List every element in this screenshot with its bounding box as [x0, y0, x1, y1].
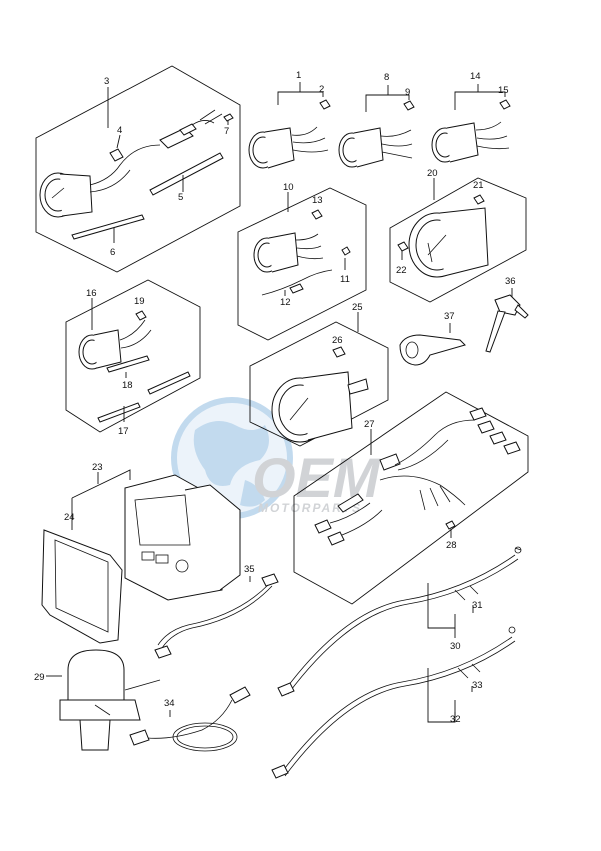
group-25-frame — [249, 321, 389, 447]
label-27: 27 — [364, 419, 375, 430]
label-14: 14 — [470, 71, 481, 82]
group-14-gauge: 14 15 — [431, 71, 511, 163]
label-16: 16 — [86, 288, 97, 299]
label-34: 34 — [164, 698, 175, 709]
label-29: 29 — [34, 672, 45, 683]
label-24: 24 — [64, 512, 75, 523]
label-4: 4 — [117, 125, 122, 136]
label-30: 30 — [450, 641, 461, 652]
group-20-gauge-kit: 20 21 22 — [389, 168, 527, 303]
display-cover — [41, 529, 123, 644]
group-20-frame — [389, 177, 527, 303]
label-33: 33 — [472, 680, 483, 691]
label-3: 3 — [104, 76, 109, 87]
label-28: 28 — [446, 540, 457, 551]
label-37: 37 — [444, 311, 455, 322]
group-10-gauge-kit: 10 13 12 11 — [237, 182, 367, 341]
parts-36-37: 36 37 — [399, 276, 529, 366]
label-20: 20 — [427, 168, 438, 179]
label-13: 13 — [312, 195, 323, 206]
group-16-frame — [65, 279, 201, 433]
part-34-cable: 34 — [129, 686, 251, 752]
label-9: 9 — [405, 87, 410, 98]
label-22: 22 — [396, 265, 407, 276]
label-17: 17 — [118, 426, 129, 437]
group-10-frame — [237, 187, 367, 341]
group-3-gauge-kit: 3 4 7 5 6 — [35, 65, 241, 273]
label-15: 15 — [498, 85, 509, 96]
group-1-gauge: 1 2 — [248, 70, 331, 169]
part-35-cable: 35 — [154, 564, 279, 659]
group-27-harness-kit: 27 28 — [293, 391, 529, 605]
label-18: 18 — [122, 380, 133, 391]
label-5: 5 — [178, 192, 183, 203]
label-2: 2 — [319, 84, 324, 95]
group-16-gauge-kit: 16 19 18 17 — [65, 279, 201, 437]
watermark-tagline: MOTORPARTS — [258, 501, 362, 515]
label-35: 35 — [244, 564, 255, 575]
label-10: 10 — [283, 182, 294, 193]
gauge-icon — [39, 144, 161, 218]
group-3-frame — [35, 65, 241, 273]
label-36: 36 — [505, 276, 516, 287]
label-11: 11 — [340, 274, 350, 285]
label-12: 12 — [280, 297, 291, 308]
label-31: 31 — [472, 600, 483, 611]
label-7: 7 — [224, 126, 229, 137]
label-1: 1 — [296, 70, 301, 81]
label-26: 26 — [332, 335, 343, 346]
group-27-frame — [293, 391, 529, 605]
label-21: 21 — [473, 180, 484, 191]
part-29-buzzer: 29 — [34, 649, 161, 751]
group-23-display: 23 24 — [41, 462, 241, 644]
group-32-cable: 33 32 — [271, 626, 516, 779]
buzzer-icon — [67, 649, 125, 706]
group-8-gauge: 8 9 — [338, 72, 415, 168]
group-25-gauge-kit: 25 26 — [249, 302, 389, 447]
label-32: 32 — [450, 714, 461, 725]
group-30-cable: 31 30 — [277, 546, 522, 697]
label-25: 25 — [352, 302, 363, 313]
label-8: 8 — [384, 72, 389, 83]
label-6: 6 — [110, 247, 115, 258]
label-19: 19 — [134, 296, 145, 307]
label-23: 23 — [92, 462, 103, 473]
